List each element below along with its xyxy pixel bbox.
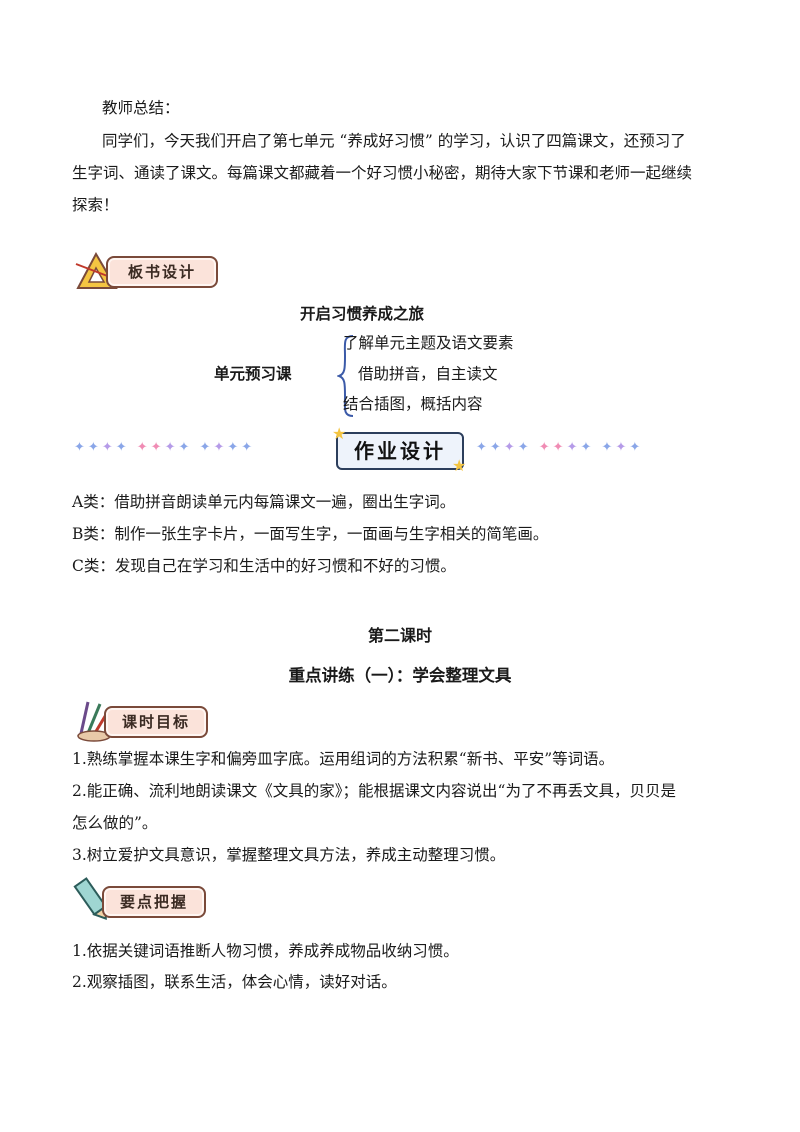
goal-line-2: 2.能正确、流利地朗读课文《文具的家》；能根据课文内容说出“为了不再丢文具，贝贝… [72,782,676,800]
homework-badge: 作业设计 ★ ★ [332,424,468,476]
board-design-label: 板书设计 [106,256,218,288]
homework-item-b: B类：制作一张生字卡片，一面写生字，一面画与生字相关的简笔画。 [72,525,549,543]
lesson-goals-label: 课时目标 [104,706,208,738]
goal-line-3: 怎么做的”。 [72,814,158,832]
key-points-label: 要点把握 [102,886,206,918]
star-icon: ★ [332,424,347,443]
lesson2-title: 第二课时 [367,626,432,645]
homework-label: 作业设计 [336,432,464,470]
board-left-label: 单元预习课 [214,365,292,383]
board-title: 开启习惯养成之旅 [300,305,425,323]
board-item-1: 了解单元主题及语文要素 [343,334,514,352]
summary-line-1: 同学们，今天我们开启了第七单元 “养成好习惯” 的学习，认识了四篇课文，还预习了 [102,132,686,150]
keypoint-line-1: 1.依据关键词语推断人物习惯，养成养成物品收纳习惯。 [72,942,459,960]
lesson2-subtitle: 重点讲练（一）：学会整理文具 [288,666,512,685]
brace-icon [337,335,354,417]
lesson-goals-badge: 课时目标 [74,698,214,742]
summary-line-3: 探索！ [72,196,119,214]
keypoint-line-2: 2.观察插图，联系生活，体会心情，读好对话。 [72,973,397,991]
sparkle-divider-right: ✦✦✦✦ ✦✦✦✦ ✦✦✦ [476,440,644,455]
board-item-3: 结合插图，概括内容 [343,395,483,413]
summary-line-2: 生字词、通读了课文。每篇课文都藏着一个好习惯小秘密，期待大家下节课和老师一起继续 [72,164,693,182]
board-item-2: 借助拼音，自主读文 [358,365,498,383]
homework-item-a: A类：借助拼音朗读单元内每篇课文一遍，圈出生字词。 [72,493,456,511]
sparkle-divider-left: ✦✦✦✦ ✦✦✦✦ ✦✦✦✦ [74,440,256,455]
homework-item-c: C类：发现自己在学习和生活中的好习惯和不好的习惯。 [72,557,456,575]
board-design-badge: 板书设计 [74,250,224,292]
goal-line-4: 3.树立爱护文具意识，掌握整理文具方法，养成主动整理习惯。 [72,846,506,864]
goal-line-1: 1.熟练掌握本课生字和偏旁皿字底。运用组词的方法积累“新书、平安”等词语。 [72,750,615,768]
key-points-badge: 要点把握 [72,876,212,924]
star-icon: ★ [452,456,467,475]
summary-heading: 教师总结： [102,99,180,117]
